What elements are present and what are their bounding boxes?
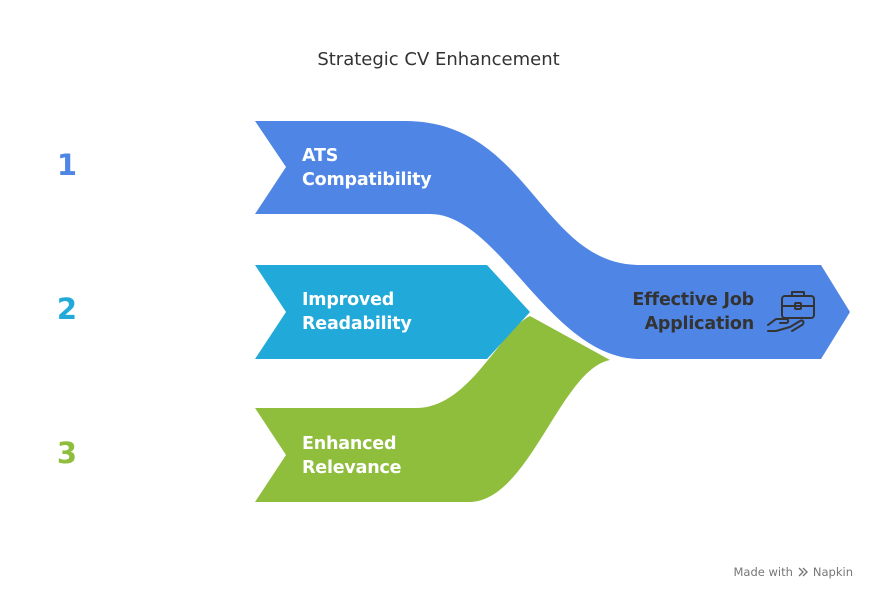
band-ats-to-output — [255, 121, 850, 359]
step-number-3: 3 — [56, 436, 78, 470]
input-label-enhanced-relevance: Enhanced Relevance — [302, 432, 402, 480]
input-label-line1: Enhanced — [302, 434, 397, 454]
input-label-ats-compatibility: ATS Compatibility — [302, 144, 432, 192]
input-label-line2: Relevance — [302, 458, 402, 478]
diagram-title: Strategic CV Enhancement — [317, 49, 560, 70]
band-improved-readability — [255, 265, 530, 359]
footer-made-with-text: Made with — [733, 565, 793, 579]
output-label-line1: Effective Job — [632, 290, 754, 310]
input-label-line1: ATS — [302, 146, 339, 166]
briefcase-hand-icon — [767, 291, 815, 332]
output-label-line2: Application — [644, 314, 755, 334]
step-number-1: 1 — [56, 148, 78, 182]
input-label-line2: Compatibility — [302, 170, 432, 190]
napkin-logo-icon — [798, 567, 808, 577]
input-label-improved-readability: Improved Readability — [302, 288, 412, 336]
step-number-2: 2 — [56, 292, 78, 326]
input-label-line2: Readability — [302, 314, 412, 334]
footer-brand-text: Napkin — [812, 565, 853, 579]
band-enhanced-relevance — [255, 316, 610, 502]
output-label-effective-job-application: Effective Job Application — [600, 288, 754, 336]
input-label-line1: Improved — [302, 290, 395, 310]
footer-made-with-napkin: Made with Napkin — [734, 565, 854, 579]
